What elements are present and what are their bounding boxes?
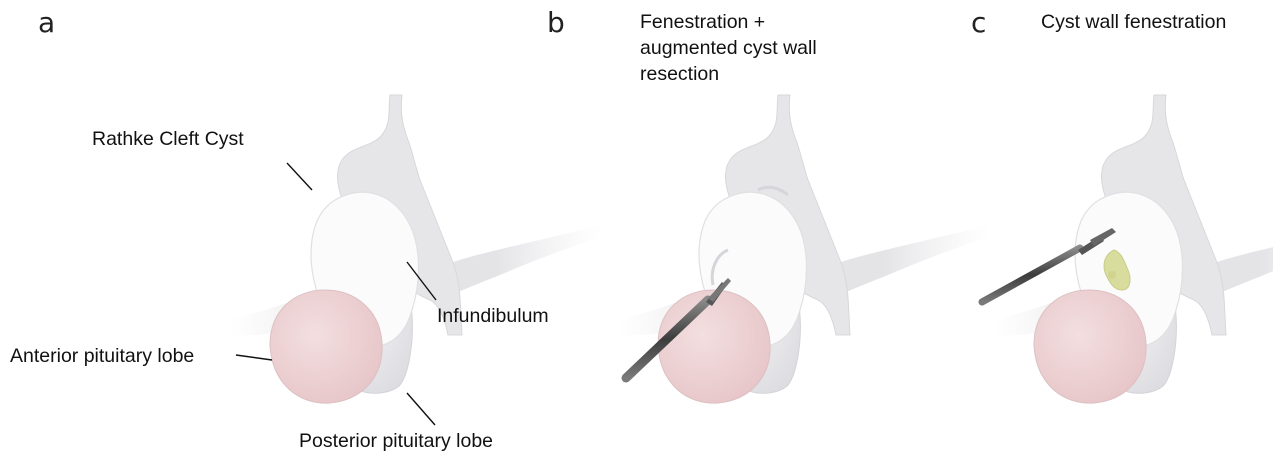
panel-b-title-line-1: Fenestration + xyxy=(640,9,817,35)
panel-c-title-line-1: Cyst wall fenestration xyxy=(1041,9,1226,35)
panel-a-letter: a xyxy=(38,9,55,37)
leader-anterior-pituitary-lobe xyxy=(236,355,272,360)
leader-posterior-pituitary-lobe xyxy=(407,393,435,425)
leader-rathke-cleft-cyst xyxy=(287,163,312,190)
panel-b-title-line-2: augmented cyst wall xyxy=(640,35,817,61)
label-posterior-pituitary-lobe: Posterior pituitary lobe xyxy=(299,432,493,452)
panel-b-title-line-3: resection xyxy=(640,61,817,87)
label-anterior-pituitary-lobe: Anterior pituitary lobe xyxy=(10,347,194,367)
panel-b-title: Fenestration + augmented cyst wall resec… xyxy=(640,9,817,87)
panel-b-anatomy xyxy=(618,95,990,403)
panel-b-letter: b xyxy=(547,9,565,37)
panel-c-title: Cyst wall fenestration xyxy=(1041,9,1226,35)
panel-c-letter: c xyxy=(971,9,986,37)
label-rathke-cleft-cyst: Rathke Cleft Cyst xyxy=(92,130,244,150)
label-infundibulum: Infundibulum xyxy=(437,307,549,327)
panel-a-anatomy xyxy=(230,95,602,403)
panel-c-anatomy xyxy=(994,95,1273,403)
